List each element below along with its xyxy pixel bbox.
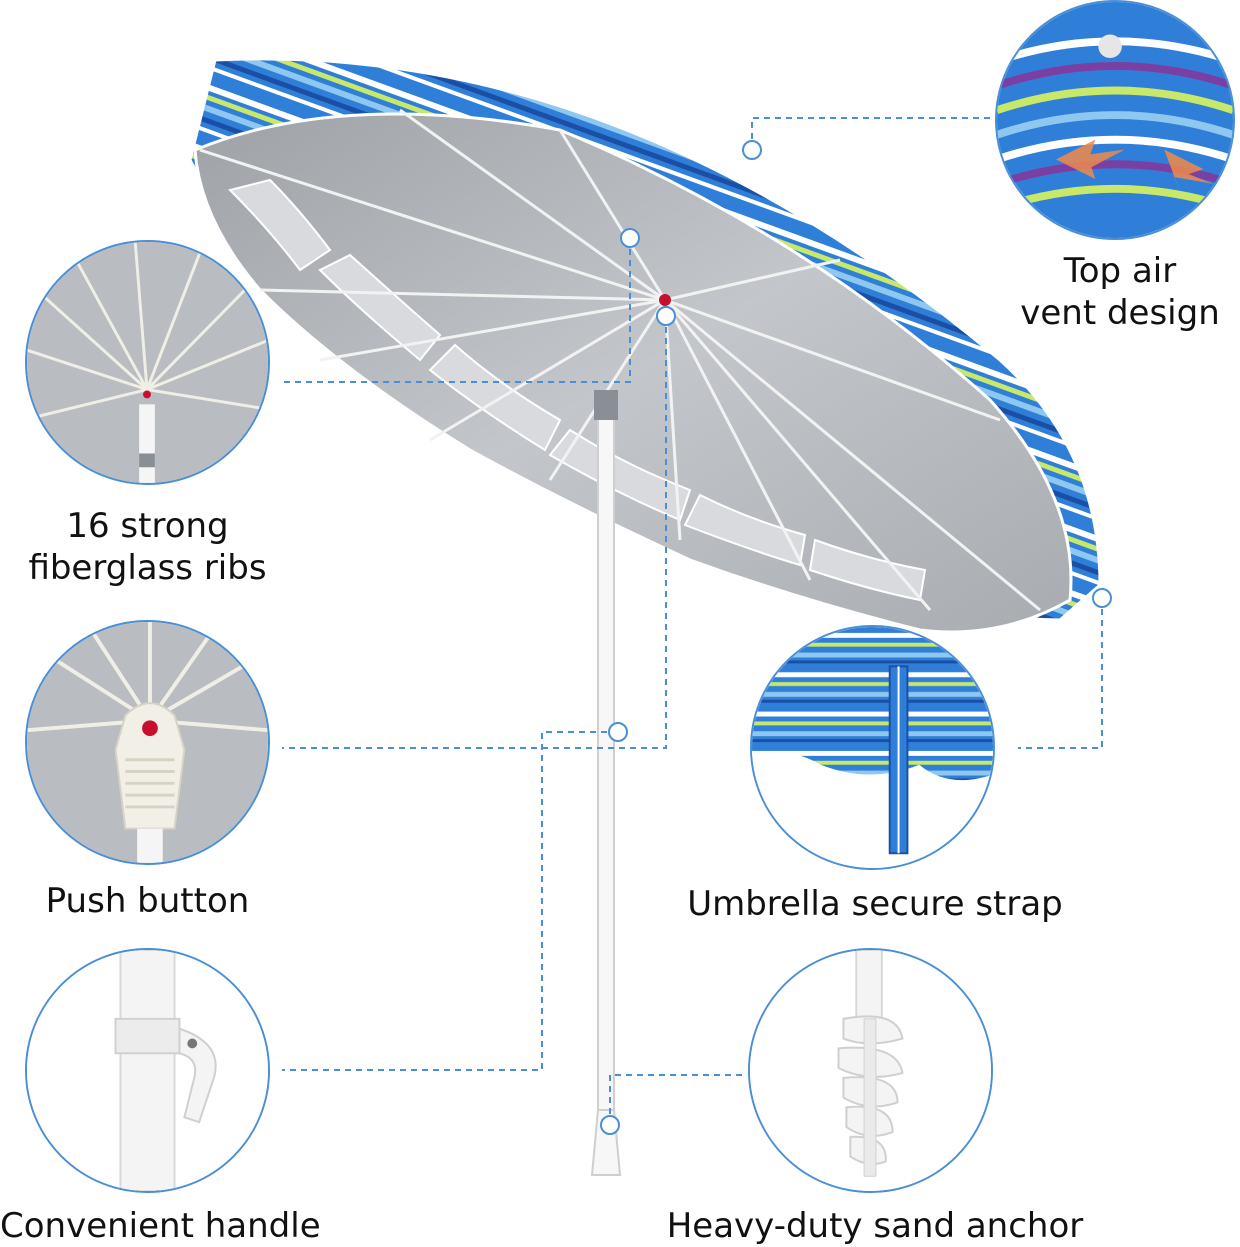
caption-secure-strap: Umbrella secure strap <box>687 884 1063 924</box>
umbrella-pole <box>597 399 615 1161</box>
detail-secure-strap <box>750 625 995 870</box>
caption-ribs: 16 strong fiberglass ribs <box>28 506 267 588</box>
canopy-underside <box>193 112 1073 634</box>
detail-sand-anchor <box>748 948 993 1193</box>
detail-ribs <box>25 240 270 485</box>
caption-sand-anchor: Heavy-duty sand anchor <box>666 1206 1084 1246</box>
detail-handle <box>25 948 270 1193</box>
caption-push-button: Push button <box>45 881 250 921</box>
caption-handle: Convenient handle <box>0 1206 321 1246</box>
caption-air-vent: Top air vent design <box>1020 251 1220 333</box>
detail-push-button <box>25 620 270 865</box>
detail-air-vent <box>995 0 1235 240</box>
